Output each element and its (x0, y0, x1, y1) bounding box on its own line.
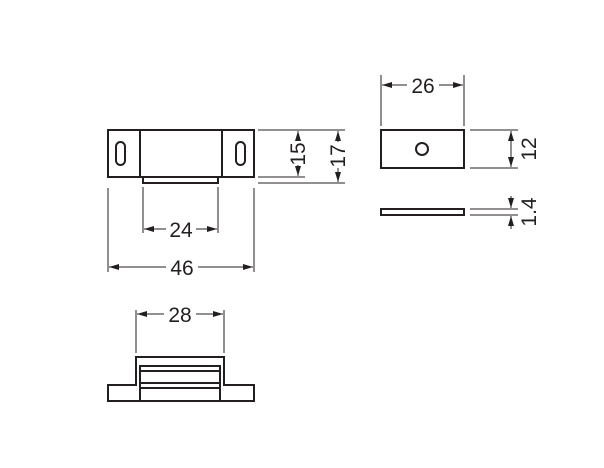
catch-body-outline (107, 129, 255, 178)
dim-label-15: 15 (287, 142, 310, 165)
mounting-slot-left (115, 141, 126, 166)
side-view: 28 (107, 304, 255, 402)
mounting-slot-right (235, 141, 246, 166)
front-view: 15 17 24 46 (107, 129, 350, 280)
dim-label-28: 28 (168, 304, 191, 327)
side-profile-outline (107, 356, 255, 402)
bottom-lip (142, 176, 219, 184)
dim-label-1-4: 1.4 (518, 197, 541, 227)
dim-label-24: 24 (169, 219, 193, 242)
dim-label-46: 46 (170, 257, 193, 280)
strike-plate-side (380, 208, 465, 216)
screw-hole (415, 142, 429, 156)
strike-plate-outline (380, 129, 465, 169)
dim-label-17: 17 (327, 144, 350, 167)
dim-label-26: 26 (411, 75, 434, 98)
dim-label-12: 12 (518, 137, 541, 160)
strike-plate-view: 26 12 1.4 (380, 75, 541, 229)
